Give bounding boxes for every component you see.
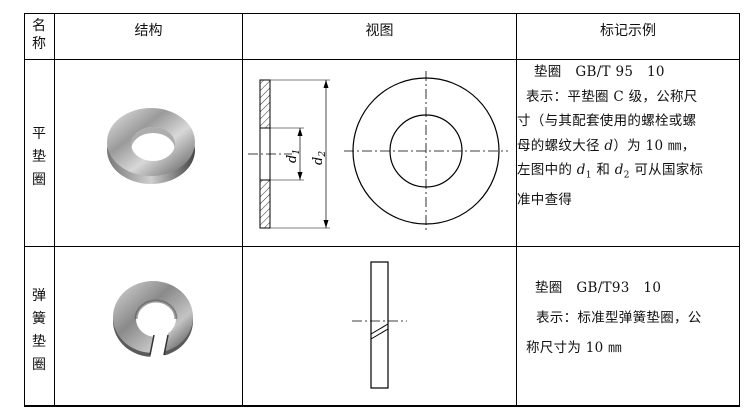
table-border-bottom	[24, 405, 740, 407]
spring-washer-view	[352, 261, 407, 389]
description-line: 称尺寸为 10 ㎜	[526, 340, 622, 356]
column-divider	[54, 13, 55, 407]
row-name-spring-washer: 弹 簧 垫 圈	[32, 288, 46, 373]
description-line: 母的螺纹大径 d）为 10 ㎜，	[517, 137, 696, 154]
dimension-label-d2: d2	[311, 151, 328, 165]
spring-washer-3d-image	[113, 281, 193, 359]
description-line: 左图中的 d1 和 d2 可从国家标	[517, 162, 704, 181]
description-line: 表示：标准型弹簧垫圈，公	[536, 310, 702, 326]
row-divider	[24, 59, 740, 60]
column-divider	[516, 13, 517, 407]
standard-parts-table: 名 称 结构 视图 标记示例 平 垫 圈	[24, 13, 740, 407]
header-structure: 结构	[134, 23, 163, 39]
flat-washer-3d-image	[107, 108, 195, 184]
table-border-right	[739, 13, 740, 407]
marking-code: 垫圈 GB/T 95 10	[534, 64, 665, 80]
description-line: 表示：平垫圈 C 级，公称尺	[526, 88, 698, 105]
marking-code: 垫圈 GB/T93 10	[535, 280, 662, 296]
row-divider	[24, 246, 740, 247]
table-border-left	[24, 13, 25, 407]
header-view: 视图	[365, 23, 394, 39]
spring-washer-marking: 垫圈 GB/T93 10 表示：标准型弹簧垫圈，公 称尺寸为 10 ㎜	[526, 273, 738, 363]
header-name: 名 称	[32, 18, 46, 52]
table-border-top	[24, 13, 740, 14]
description-line: 寸（与其配套使用的螺栓或螺	[517, 113, 697, 129]
column-divider	[242, 13, 243, 407]
description-line: 准中查得	[517, 192, 573, 209]
row-name-flat-washer: 平 垫 圈	[32, 126, 46, 188]
dimension-label-d1: d1	[285, 149, 302, 163]
flat-washer-views: d1 d2	[248, 71, 508, 231]
flat-washer-marking: 垫圈 GB/T 95 10 表示：平垫圈 C 级，公称尺 寸（与其配套使用的螺栓…	[517, 60, 738, 213]
header-marking-example: 标记示例	[600, 23, 656, 39]
